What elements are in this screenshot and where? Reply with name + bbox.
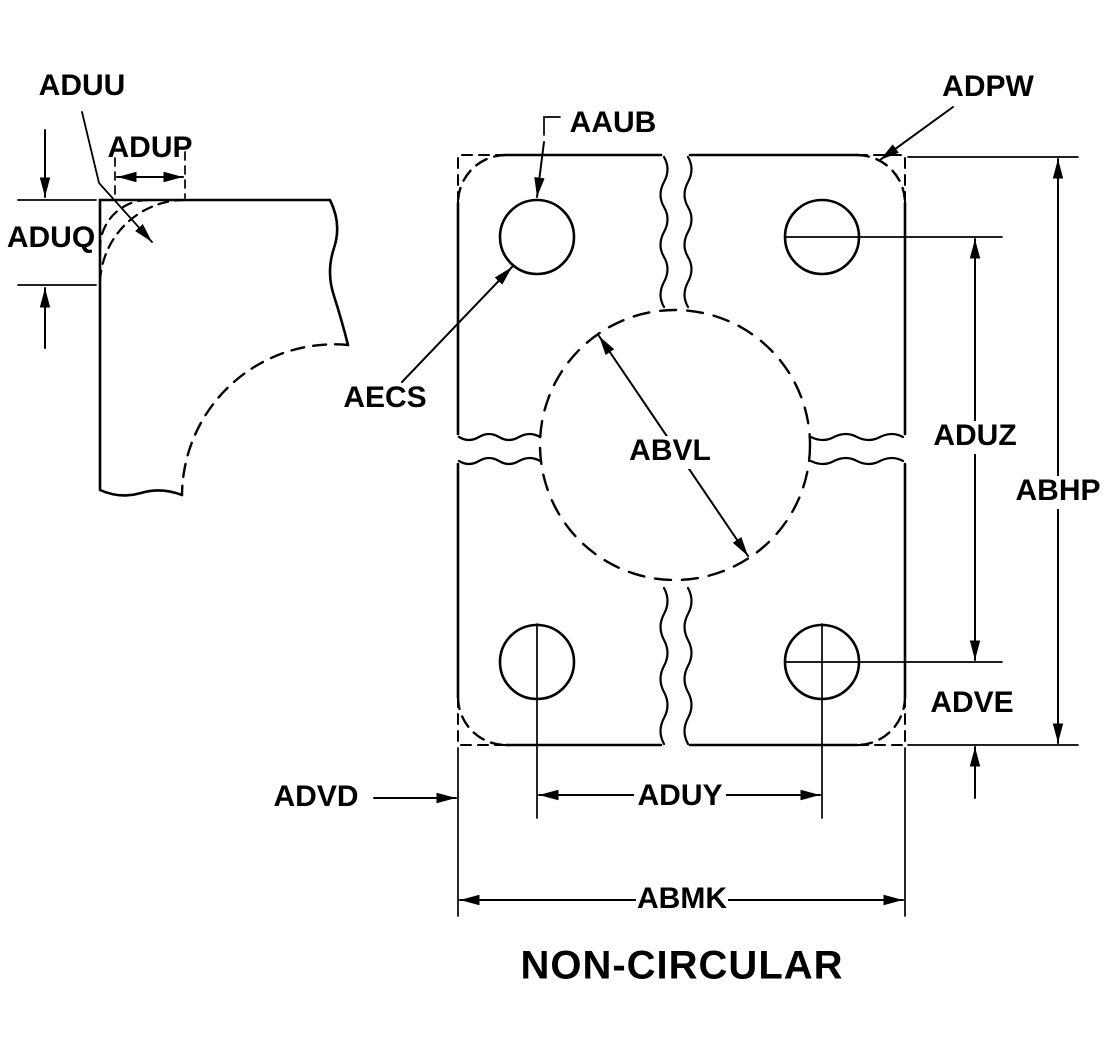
label-aduz: ADUZ [933,419,1016,452]
arrow-aaub [534,141,545,198]
bolt-hole-top-left [498,198,576,276]
label-adup: ADUP [107,131,192,164]
center-bore-circle [538,308,812,582]
detail-bore-arc [180,343,350,497]
backplate-abhp [1012,476,1104,509]
detail-outline [98,198,350,497]
backplate-aduz [929,421,1021,454]
label-aduq: ADUQ [7,221,95,254]
backplate-abvl [624,436,716,469]
figure-title: NON-CIRCULAR [520,944,843,988]
arrow-adpw [879,106,954,161]
label-aduy: ADUY [637,779,722,812]
leader-aaub-bracket [543,116,561,136]
detail-extension-lines [17,199,97,286]
break-lines [457,155,905,746]
label-advd: ADVD [273,780,358,813]
detail-corner-radius-arcs [98,198,187,287]
arrow-aecs [401,266,513,383]
label-backplates [624,421,1104,917]
label-aduu: ADUU [39,69,126,102]
label-aaub: AAUB [570,106,657,139]
detail-adup-extension-lines [114,151,186,199]
label-abhp: ABHP [1015,474,1100,507]
main-plate-edges [456,153,907,747]
backplate-abmk [636,884,728,917]
label-abmk: ABMK [637,882,727,915]
label-abvl: ABVL [629,434,711,467]
label-adve: ADVE [930,686,1013,719]
label-adpw: ADPW [942,70,1034,103]
label-aecs: AECS [343,381,426,414]
extension-lines [457,156,1079,917]
leader-aduu [81,111,153,243]
backplate-aduy [634,781,726,814]
bolt-centerlines [536,236,1003,819]
